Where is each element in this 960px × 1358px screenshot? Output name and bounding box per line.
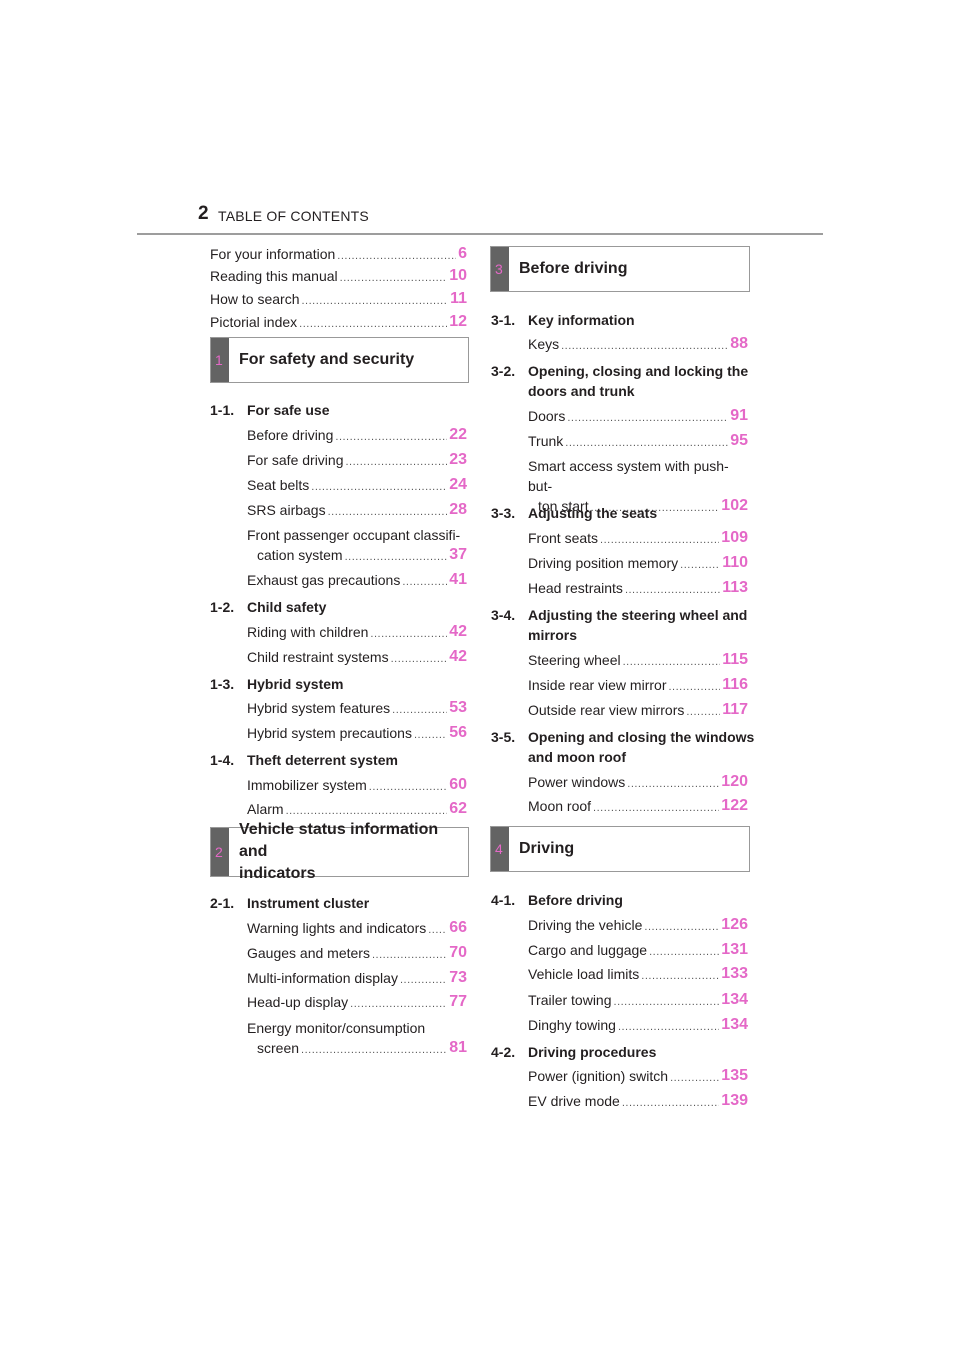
section-heading: 3-3.Adjusting the seats bbox=[491, 505, 658, 521]
toc-entry[interactable]: Driving position memory110 bbox=[528, 553, 748, 573]
chapter-4-header[interactable]: 4 Driving bbox=[490, 826, 750, 872]
chapter-tab: 4 bbox=[491, 827, 509, 871]
page-title: TABLE OF CONTENTS bbox=[218, 208, 369, 224]
toc-entry[interactable]: Child restraint systems42 bbox=[247, 647, 467, 667]
toc-entry[interactable]: Front passenger occupant classifi- catio… bbox=[247, 525, 467, 565]
toc-entry[interactable]: Keys88 bbox=[528, 334, 748, 354]
toc-entry[interactable]: Outside rear view mirrors117 bbox=[528, 700, 748, 720]
chapter-title: Driving bbox=[519, 840, 575, 857]
toc-entry[interactable]: Head-up display77 bbox=[247, 992, 467, 1012]
toc-entry[interactable]: For your information6 bbox=[210, 244, 467, 264]
section-heading: 4-1.Before driving bbox=[491, 892, 623, 908]
toc-entry[interactable]: Riding with children42 bbox=[247, 622, 467, 642]
toc-entry[interactable]: Power windows120 bbox=[528, 772, 748, 792]
section-heading: 1-2.Child safety bbox=[210, 599, 327, 615]
toc-entry[interactable]: Trunk95 bbox=[528, 431, 748, 451]
page-number: 2 bbox=[198, 203, 209, 224]
toc-entry[interactable]: Head restraints113 bbox=[528, 578, 748, 598]
toc-entry[interactable]: Immobilizer system60 bbox=[247, 775, 467, 795]
toc-entry[interactable]: Exhaust gas precautions41 bbox=[247, 570, 467, 590]
toc-entry[interactable]: How to search11 bbox=[210, 289, 467, 309]
toc-entry[interactable]: Dinghy towing134 bbox=[528, 1015, 748, 1035]
chapter-tab: 2 bbox=[211, 828, 229, 876]
toc-entry[interactable]: Multi-information display73 bbox=[247, 968, 467, 988]
toc-entry[interactable]: Energy monitor/consumption screen81 bbox=[247, 1018, 467, 1058]
chapter-title: For safety and security bbox=[239, 351, 415, 368]
chapter-tab: 3 bbox=[491, 247, 509, 291]
chapter-tab: 1 bbox=[211, 338, 229, 382]
section-heading: 1-3.Hybrid system bbox=[210, 676, 344, 692]
toc-entry[interactable]: For safe driving23 bbox=[247, 450, 467, 470]
toc-entry[interactable]: Alarm62 bbox=[247, 799, 467, 819]
chapter-title: Before driving bbox=[519, 260, 628, 277]
toc-entry[interactable]: Hybrid system precautions56 bbox=[247, 723, 467, 743]
toc-entry[interactable]: Cargo and luggage131 bbox=[528, 940, 748, 960]
toc-entry[interactable]: Hybrid system features53 bbox=[247, 698, 467, 718]
toc-entry[interactable]: Warning lights and indicators66 bbox=[247, 918, 467, 938]
toc-entry[interactable]: Moon roof122 bbox=[528, 796, 748, 816]
toc-entry[interactable]: Smart access system with push-but- ton s… bbox=[528, 456, 748, 516]
toc-entry[interactable]: SRS airbags28 bbox=[247, 500, 467, 520]
chapter-3-header[interactable]: 3 Before driving bbox=[490, 246, 750, 292]
toc-entry[interactable]: Front seats109 bbox=[528, 528, 748, 548]
toc-entry[interactable]: Steering wheel115 bbox=[528, 650, 748, 670]
toc-entry[interactable]: Trailer towing134 bbox=[528, 990, 748, 1010]
toc-entry[interactable]: Inside rear view mirror116 bbox=[528, 675, 748, 695]
header-divider bbox=[137, 233, 823, 235]
section-heading: 1-4.Theft deterrent system bbox=[210, 752, 398, 768]
toc-entry[interactable]: Reading this manual10 bbox=[210, 266, 467, 286]
toc-entry[interactable]: Pictorial index12 bbox=[210, 312, 467, 332]
toc-entry[interactable]: Seat belts24 bbox=[247, 475, 467, 495]
toc-entry[interactable]: Power (ignition) switch135 bbox=[528, 1066, 748, 1086]
section-heading: 2-1.Instrument cluster bbox=[210, 895, 370, 911]
section-heading: 4-2.Driving procedures bbox=[491, 1044, 657, 1060]
section-heading: 1-1.For safe use bbox=[210, 402, 330, 418]
toc-entry[interactable]: EV drive mode139 bbox=[528, 1091, 748, 1111]
toc-entry[interactable]: Before driving22 bbox=[247, 425, 467, 445]
chapter-1-header[interactable]: 1 For safety and security bbox=[210, 337, 469, 383]
section-heading: 3-1.Key information bbox=[491, 312, 635, 328]
toc-entry[interactable]: Vehicle load limits133 bbox=[528, 964, 748, 984]
toc-entry[interactable]: Doors91 bbox=[528, 406, 748, 426]
toc-entry[interactable]: Driving the vehicle126 bbox=[528, 915, 748, 935]
toc-entry[interactable]: Gauges and meters70 bbox=[247, 943, 467, 963]
